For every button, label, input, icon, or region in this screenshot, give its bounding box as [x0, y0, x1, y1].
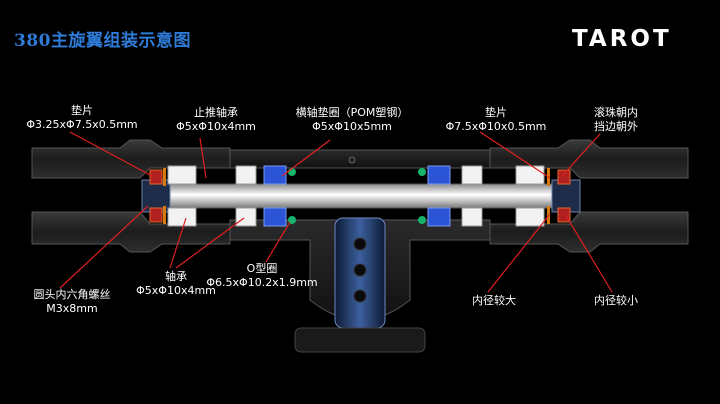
label-shim-right-name: 垫片: [484, 106, 507, 119]
label-pom-washer-spec: Φ5xΦ10x5mm: [312, 120, 392, 133]
tarot-logo: TAROT: [572, 26, 672, 52]
leader-bearing-right: [175, 217, 245, 269]
leader-pom-washer: [281, 139, 331, 177]
label-smaller-id-text: 内径较小: [594, 294, 638, 307]
leader-screw: [59, 205, 149, 289]
label-larger-id-text: 内径较大: [472, 294, 516, 307]
leader-lines: [59, 131, 613, 293]
label-pom-washer: 横轴垫圈（POM塑钢） Φ5xΦ10x5mm: [296, 106, 409, 134]
spindle-shaft: [167, 183, 553, 209]
bearings: [167, 165, 545, 227]
label-bearing: 轴承 Φ5xΦ10x4mm: [136, 270, 216, 298]
leader-bearing-left: [169, 217, 187, 269]
leader-thrust-bearing: [199, 137, 207, 179]
label-oring-name: O型圈: [246, 262, 278, 275]
leader-shim-left: [69, 131, 153, 177]
center-hub: [229, 149, 491, 353]
label-shim-right-spec: Φ7.5xΦ10x0.5mm: [445, 120, 547, 133]
label-thrust-bearing-spec: Φ5xΦ10x4mm: [176, 120, 256, 133]
right-screw-head: [551, 179, 581, 213]
label-bead-inward-line2: 挡边朝外: [594, 120, 638, 133]
diagram-title: 380主旋翼组装示意图: [14, 31, 191, 51]
label-screw-spec: M3x8mm: [46, 302, 98, 315]
label-screw-name: 圆头内六角螺丝: [33, 288, 111, 301]
label-thrust-bearing-name: 止推轴承: [193, 106, 238, 119]
label-shim-right: 垫片 Φ7.5xΦ10x0.5mm: [446, 106, 547, 134]
leader-larger-id: [487, 213, 551, 293]
left-blade-grip: [31, 139, 231, 253]
label-oring: O型圈 Φ6.5xΦ10.2x1.9mm: [206, 262, 317, 290]
label-larger-id: 内径较大: [472, 294, 516, 308]
label-thrust-bearing: 止推轴承 Φ5xΦ10x4mm: [176, 106, 256, 134]
label-smaller-id: 内径较小: [594, 294, 638, 308]
label-bead-inward: 滚珠朝内 挡边朝外: [594, 106, 638, 134]
label-bearing-name: 轴承: [164, 270, 187, 283]
label-pom-washer-name: 横轴垫圈（POM塑钢）: [295, 106, 409, 119]
pom-washers: [263, 165, 451, 227]
leader-bead-inward: [561, 133, 601, 177]
thrust-bearings: [149, 168, 571, 224]
label-screw: 圆头内六角螺丝 M3x8mm: [34, 288, 111, 316]
label-shim-left-name: 垫片: [71, 104, 93, 117]
leader-smaller-id: [564, 213, 613, 293]
label-shim-left: 垫片 Φ3.25xΦ7.5x0.5mm: [26, 104, 137, 132]
label-bead-inward-line1: 滚珠朝内: [594, 106, 638, 119]
label-oring-spec: Φ6.5xΦ10.2x1.9mm: [206, 276, 318, 289]
leader-shim-right: [479, 131, 551, 179]
label-shim-left-spec: Φ3.25xΦ7.5x0.5mm: [26, 118, 138, 131]
leader-oring: [265, 221, 291, 263]
label-bearing-spec: Φ5xΦ10x4mm: [136, 284, 216, 297]
right-blade-grip: [489, 139, 689, 253]
